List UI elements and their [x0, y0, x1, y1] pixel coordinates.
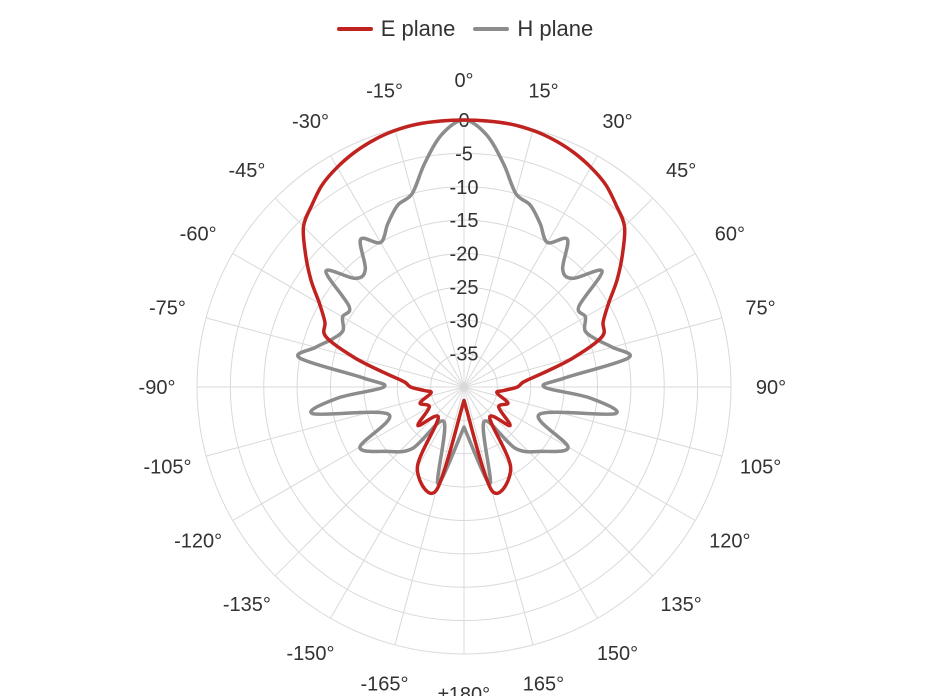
- grid-spoke-11: [463, 386, 534, 646]
- radial-tick-label: -20: [450, 244, 479, 266]
- angle-tick-label: 90°: [756, 377, 786, 399]
- angle-tick-label: 135°: [660, 594, 701, 616]
- legend-swatch-h-plane: [473, 27, 510, 31]
- grid-spoke-4: [463, 253, 696, 388]
- angle-tick-label: 105°: [740, 456, 781, 478]
- grid-spoke-20: [232, 253, 465, 388]
- legend-item-h-plane[interactable]: H plane: [473, 16, 593, 42]
- angle-tick-label: ±180°: [438, 684, 490, 696]
- grid-spoke-10: [463, 386, 598, 619]
- angle-tick-label: 75°: [745, 298, 775, 320]
- angle-tick-label: 150°: [597, 643, 638, 665]
- radial-tick-label: -30: [450, 310, 479, 332]
- angle-tick-label: -90°: [139, 377, 176, 399]
- angle-tick-label: 30°: [602, 111, 632, 133]
- angle-tick-label: 45°: [666, 160, 696, 182]
- legend-item-e-plane[interactable]: E plane: [336, 16, 456, 42]
- grid-spoke-16: [232, 386, 465, 521]
- grid-spoke-1: [463, 128, 534, 388]
- grid-spoke-14: [330, 386, 465, 619]
- legend: E plane H plane: [0, 16, 930, 42]
- series-line-e-plane: [301, 118, 627, 495]
- angle-tick-label: 120°: [709, 531, 750, 553]
- grid-spoke-2: [463, 155, 598, 388]
- grid-spoke-5: [463, 317, 723, 388]
- angle-tick-label: -135°: [223, 594, 271, 616]
- angle-tick-label: -75°: [149, 298, 186, 320]
- angle-tick-label: -30°: [292, 111, 329, 133]
- grid-spoke-17: [205, 386, 465, 457]
- radial-tick-label: -35: [450, 344, 479, 366]
- angle-tick-label: -105°: [143, 456, 191, 478]
- grid-spoke-3: [463, 197, 654, 388]
- angle-tick-label: -150°: [286, 643, 334, 665]
- legend-swatch-e-plane: [336, 27, 373, 31]
- angle-tick-label: -45°: [228, 160, 265, 182]
- angle-tick-label: 15°: [528, 80, 558, 102]
- grid-spoke-23: [394, 128, 465, 388]
- angle-tick-label: 165°: [523, 674, 564, 696]
- grid-spoke-21: [274, 197, 465, 388]
- radial-tick-label: -5: [455, 143, 473, 165]
- grid-spoke-7: [463, 386, 723, 457]
- angle-tick-label: -165°: [361, 674, 409, 696]
- grid-spoke-19: [205, 317, 465, 388]
- grid-spoke-8: [463, 386, 696, 521]
- radial-tick-label: -10: [450, 177, 479, 199]
- legend-label-h-plane: H plane: [517, 16, 594, 41]
- angle-tick-label: 60°: [715, 224, 745, 246]
- radial-tick-label: -25: [450, 277, 479, 299]
- legend-label-e-plane: E plane: [380, 16, 456, 41]
- grid-spoke-22: [330, 155, 465, 388]
- grid-spoke-13: [394, 386, 465, 646]
- angle-tick-label: -15°: [366, 80, 403, 102]
- angle-tick-label: -120°: [174, 531, 222, 553]
- angle-tick-label: 0°: [454, 70, 473, 92]
- angle-tick-label: -60°: [180, 224, 217, 246]
- radial-tick-label: -15: [450, 210, 479, 232]
